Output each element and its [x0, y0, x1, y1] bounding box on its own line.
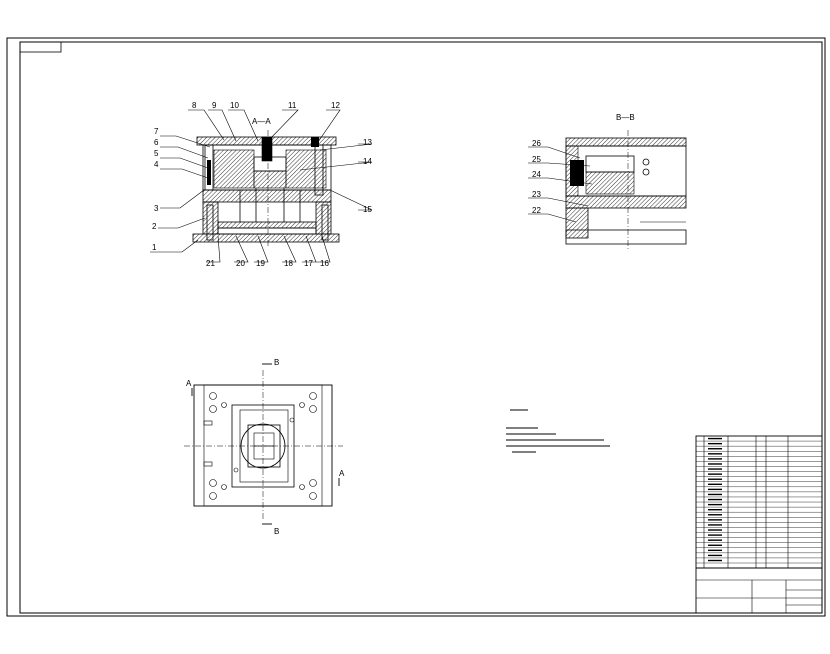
part-label-13: 13: [363, 138, 372, 147]
sprue-bushing: [261, 136, 273, 162]
ejector-retainer-plate: [217, 221, 317, 229]
core-plate: [202, 189, 332, 203]
section-title-main: A—A: [252, 117, 271, 126]
part-label-10: 10: [230, 101, 239, 110]
screw-right: [321, 204, 329, 241]
view-marker-b-top: B: [274, 358, 279, 367]
part-label-4: 4: [154, 160, 159, 169]
plan-view: [184, 363, 343, 525]
part-label-24: 24: [532, 170, 541, 179]
part-label-5: 5: [154, 149, 159, 158]
section-view-a-a: A—A: [192, 117, 340, 246]
part-label-15: 15: [363, 205, 372, 214]
spacer-block-left: [202, 201, 219, 235]
sheet-border: [6, 37, 826, 617]
view-marker-a-left: A: [186, 379, 192, 388]
part-label-8: 8: [192, 101, 197, 110]
part-label-11: 11: [288, 101, 297, 110]
parts-list-rows: [696, 437, 822, 564]
screw-left: [206, 204, 214, 241]
part-label-14: 14: [363, 157, 372, 166]
part-label-12: 12: [331, 101, 340, 110]
part-label-16: 16: [320, 259, 329, 268]
part-label-20: 20: [236, 259, 245, 268]
part-label-22: 22: [532, 206, 541, 215]
part-label-17: 17: [304, 259, 313, 268]
view-markers: B B A A: [186, 358, 345, 536]
section-title-side: B—B: [616, 113, 635, 122]
bottom-clamp-plate: [192, 233, 340, 243]
part-number-labels-side: 26 25 24 23 22: [532, 139, 541, 215]
view-marker-a-right: A: [339, 469, 345, 478]
part-label-23: 23: [532, 190, 541, 199]
part-number-labels-main: 7 6 5 4 3 2 1 8 9 10 11 12 13 14 15 21 2…: [152, 101, 372, 268]
part-label-1: 1: [152, 243, 157, 252]
part-label-18: 18: [284, 259, 293, 268]
spacer-block-right: [315, 201, 332, 235]
part-label-7: 7: [154, 127, 159, 136]
part-label-21: 21: [206, 259, 215, 268]
part-label-19: 19: [256, 259, 265, 268]
technical-notes: [506, 409, 610, 453]
part-label-6: 6: [154, 138, 159, 147]
screw-top-right: [311, 137, 319, 147]
section-view-b-b: B—B: [565, 113, 687, 250]
ejector-plate: [217, 227, 317, 235]
part-label-3: 3: [154, 204, 159, 213]
leader-lines-main: [150, 109, 373, 263]
part-label-26: 26: [532, 139, 541, 148]
part-label-2: 2: [152, 222, 157, 231]
view-marker-b-bottom: B: [274, 527, 279, 536]
leader-lines-side: [528, 146, 593, 223]
part-label-9: 9: [212, 101, 217, 110]
part-label-25: 25: [532, 155, 541, 164]
